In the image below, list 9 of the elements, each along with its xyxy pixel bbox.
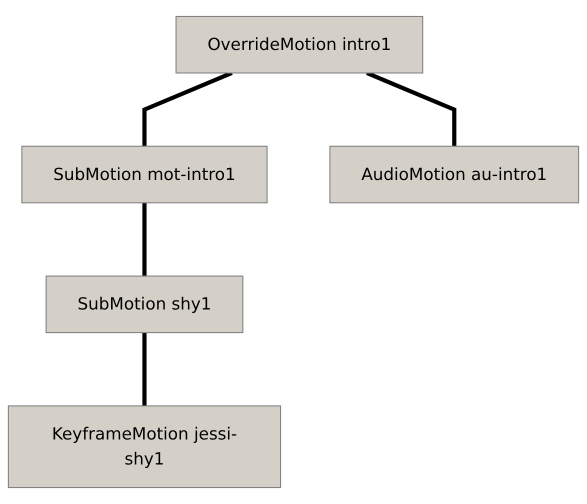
node-box: SubMotion mot-intro1 xyxy=(21,146,268,204)
node-box: OverrideMotion intro1 xyxy=(176,16,424,74)
connector xyxy=(142,71,233,146)
connector xyxy=(142,332,147,406)
connector xyxy=(142,202,147,276)
node-box: AudioMotion au-intro1 xyxy=(329,146,580,204)
node-box: SubMotion shy1 xyxy=(46,276,244,334)
connector xyxy=(366,71,456,146)
node-box: KeyframeMotion jessi-shy1 xyxy=(8,405,282,488)
